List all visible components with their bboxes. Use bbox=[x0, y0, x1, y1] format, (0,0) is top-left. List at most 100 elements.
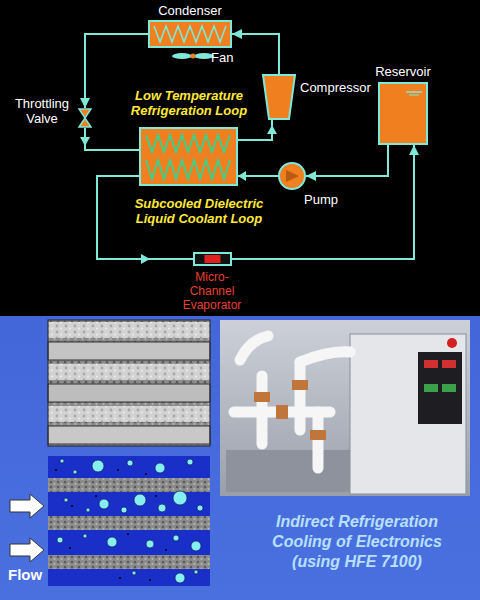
equipment-photo bbox=[257, 376, 268, 444]
component-label: Micro-Channel Evaporator bbox=[174, 270, 250, 312]
equipment-photo bbox=[220, 320, 470, 496]
equipment-photo bbox=[254, 392, 270, 402]
channel-photo bbox=[48, 320, 210, 446]
valve-symbol bbox=[79, 118, 91, 127]
equipment-photo bbox=[240, 336, 268, 360]
equipment-photo bbox=[424, 360, 438, 368]
fan-symbol bbox=[172, 53, 192, 59]
equipment-photo bbox=[300, 352, 350, 362]
bubble-flow-sketch bbox=[117, 469, 119, 471]
bubble-flow-sketch bbox=[107, 537, 117, 547]
bubble-flow-sketch bbox=[127, 460, 133, 466]
compressor-shape bbox=[262, 74, 296, 120]
heat-exchanger bbox=[146, 160, 230, 179]
evaporator-shape bbox=[193, 252, 232, 266]
channel-photo bbox=[48, 342, 210, 360]
pump-node: Pump bbox=[278, 162, 306, 190]
equipment-photo bbox=[220, 320, 470, 496]
heat-exchanger bbox=[146, 135, 230, 152]
loop-piping bbox=[237, 120, 272, 140]
flow-arrowheads bbox=[80, 125, 277, 264]
coolant-pipe bbox=[306, 145, 388, 176]
bubble-flow-sketch bbox=[173, 535, 179, 541]
pump-impeller bbox=[286, 170, 299, 182]
throttling-valve-shape bbox=[78, 108, 92, 128]
bubble-flow-sketch bbox=[191, 541, 201, 551]
bubble-flow-sketch bbox=[48, 569, 210, 586]
condenser-body bbox=[149, 21, 231, 47]
bubble-flow-sketch bbox=[165, 549, 167, 551]
channel-photo bbox=[48, 320, 210, 446]
bubble-flow-sketch bbox=[92, 460, 104, 472]
caption: Indirect Refrigeration Cooling of Electr… bbox=[254, 512, 460, 572]
bubble-flow-sketch bbox=[57, 537, 63, 543]
equipment-photo bbox=[418, 352, 462, 424]
channel-photo bbox=[48, 426, 210, 444]
bubble-flow-sketch bbox=[73, 470, 77, 474]
flow-arrowheads bbox=[238, 171, 246, 181]
channel-photo bbox=[48, 406, 210, 422]
bubble-flow-sketch bbox=[173, 491, 187, 505]
bubble-flow-sketch bbox=[57, 459, 203, 583]
bubble-flow-sketch bbox=[60, 459, 64, 463]
equipment-photo bbox=[442, 384, 456, 392]
bubble-flow-sketch bbox=[48, 456, 210, 586]
compressor-node: Compressor bbox=[262, 74, 296, 120]
equipment-photo bbox=[254, 380, 326, 440]
schematic-panel bbox=[0, 0, 480, 316]
component-label: Throttling Valve bbox=[8, 96, 76, 126]
bubble-flow-sketch bbox=[155, 463, 165, 473]
bubble-flow-sketch bbox=[127, 533, 129, 535]
flow-arrowheads bbox=[267, 125, 277, 134]
reservoir-shape bbox=[378, 82, 428, 145]
bubble-flow-sketch bbox=[121, 507, 127, 513]
bubble-flow-sketch bbox=[48, 456, 210, 586]
reservoir-node: Reservoir bbox=[378, 82, 428, 145]
flow-arrow bbox=[10, 494, 44, 562]
equipment-photo bbox=[295, 362, 306, 430]
equipment-photo bbox=[350, 334, 466, 494]
bubble-flow-sketch bbox=[55, 469, 167, 581]
bubble-flow-sketch bbox=[149, 579, 151, 581]
bubble-flow-sketch bbox=[69, 547, 71, 549]
flow-arrowheads bbox=[80, 137, 90, 146]
flow-label: Flow bbox=[8, 566, 52, 583]
equipment-photo bbox=[310, 430, 326, 440]
bubble-flow-sketch bbox=[132, 571, 136, 575]
channel-photo bbox=[48, 320, 210, 446]
bubble-flow-sketch bbox=[146, 540, 154, 548]
bubble-flow-sketch bbox=[155, 495, 157, 497]
channel-photo bbox=[48, 322, 210, 338]
condenser-node: Condenser bbox=[148, 20, 232, 48]
fan-symbol bbox=[191, 54, 196, 59]
component-label: Reservoir bbox=[368, 64, 438, 79]
loop-name: Low Temperature Refrigeration Loop bbox=[118, 88, 260, 118]
bubble-flow-sketch bbox=[175, 573, 185, 583]
bubble-flow-sketch bbox=[86, 508, 90, 512]
heat-exchanger bbox=[140, 128, 237, 185]
channel-photo bbox=[48, 384, 210, 402]
flow-arrow bbox=[10, 538, 44, 562]
channel-photo bbox=[48, 364, 210, 380]
bubble-flow-sketch bbox=[119, 577, 121, 579]
bubble-flow-sketch bbox=[48, 456, 210, 478]
bubble-flow-sketch bbox=[71, 505, 73, 507]
fan-label: Fan bbox=[211, 50, 245, 65]
bubble-flow-sketch bbox=[134, 494, 146, 506]
liquid-level bbox=[406, 91, 422, 93]
bubble-flow-sketch bbox=[55, 469, 57, 471]
component-label: Pump bbox=[304, 192, 348, 207]
flow-arrowheads bbox=[141, 254, 150, 264]
bubble-flow-sketch bbox=[187, 459, 193, 465]
bubble-flow-sketch bbox=[194, 570, 198, 574]
pump-shape bbox=[278, 162, 306, 190]
reservoir-tank bbox=[379, 83, 427, 144]
bubble-flow-sketch bbox=[48, 492, 210, 516]
loop-piping bbox=[85, 128, 140, 150]
condenser-coil bbox=[154, 26, 226, 42]
equipment-photo bbox=[276, 405, 288, 419]
throttling-valve-node: Throttling Valve bbox=[78, 108, 92, 128]
bubble-flow-sketch bbox=[95, 495, 97, 497]
bubble-flow-sketch bbox=[145, 473, 147, 475]
